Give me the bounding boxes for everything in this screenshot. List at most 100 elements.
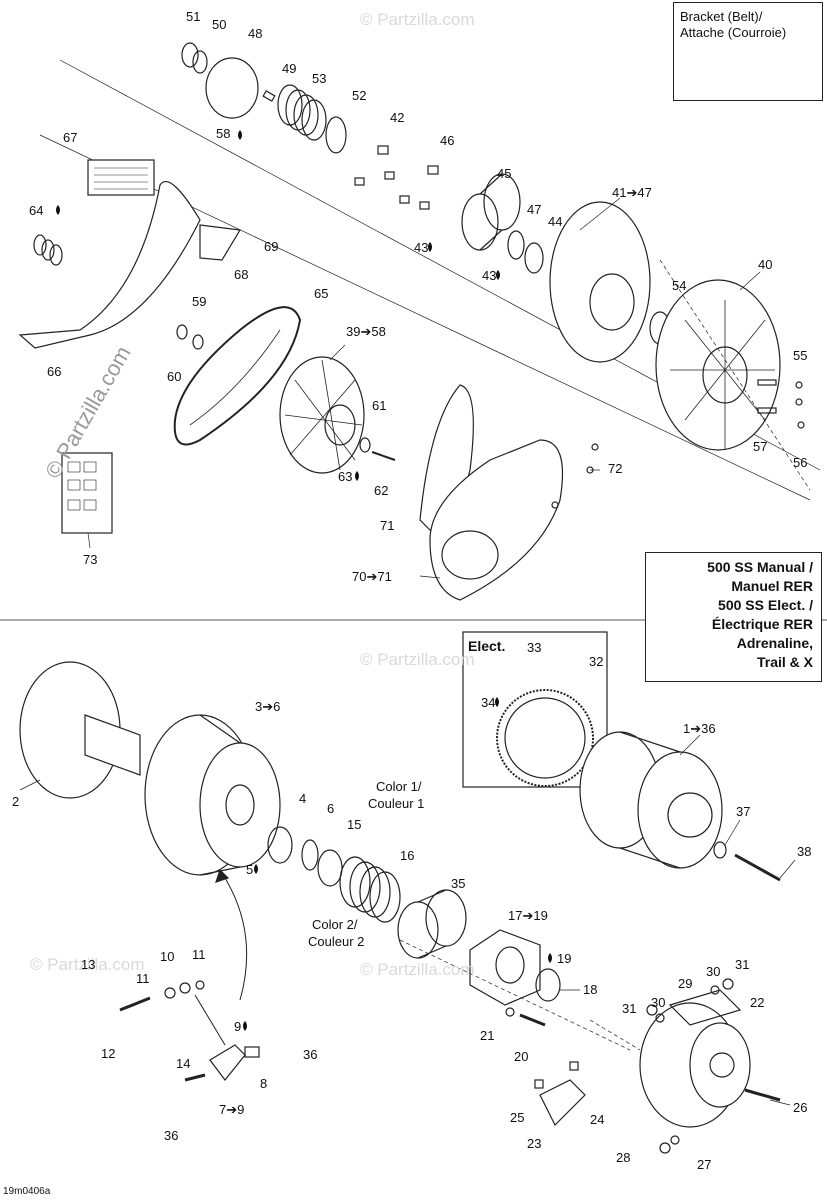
model-line-1: 500 SS Manual / bbox=[707, 559, 813, 575]
part-40 bbox=[655, 279, 781, 451]
part-callout: 52 bbox=[352, 88, 367, 103]
part-callout: 13 bbox=[81, 957, 96, 972]
part-callout: 41➔47 bbox=[612, 185, 652, 200]
color-2-label: Color 2/ bbox=[312, 917, 358, 932]
part-callout: 11 bbox=[136, 971, 150, 986]
part-callout: 33 bbox=[527, 640, 542, 655]
part-callout: 4 bbox=[299, 791, 307, 806]
part-callout: 24 bbox=[590, 1112, 605, 1127]
part-callout: 45 bbox=[497, 166, 512, 181]
model-line-5: Adrenaline, bbox=[736, 635, 813, 651]
part-callout: 8 bbox=[260, 1076, 268, 1091]
part-callout: 58 bbox=[216, 126, 231, 141]
part-callout: 51 bbox=[186, 9, 201, 24]
watermark: © Partzilla.com bbox=[360, 650, 475, 669]
part-callout: 57 bbox=[753, 439, 768, 454]
part-41-47 bbox=[549, 201, 651, 363]
part-callout: 68 bbox=[234, 267, 249, 282]
part-callout: 50 bbox=[212, 17, 227, 32]
part-callout: 40 bbox=[758, 257, 773, 272]
part-callout: 72 bbox=[608, 461, 623, 476]
elect-label: Elect. bbox=[468, 638, 506, 654]
part-callout: 19 bbox=[557, 951, 572, 966]
part-callout: 67 bbox=[63, 130, 78, 145]
part-17-19 bbox=[469, 929, 541, 1006]
warning-label-73 bbox=[61, 452, 113, 534]
part-callout: 6 bbox=[327, 801, 335, 816]
part-callout: 73 bbox=[83, 552, 98, 567]
warning-label-67 bbox=[87, 159, 155, 196]
part-callout: 54 bbox=[672, 278, 687, 293]
color-1-label: Color 1/ bbox=[376, 779, 422, 794]
spring-53 bbox=[277, 84, 327, 141]
part-callout: 10 bbox=[160, 949, 175, 964]
part-callout: 61 bbox=[372, 398, 387, 413]
part-callout: 48 bbox=[248, 26, 263, 41]
part-callout: 71 bbox=[380, 518, 395, 533]
watermark: © Partzilla.com bbox=[30, 955, 145, 974]
part-callout: 30 bbox=[706, 964, 721, 979]
part-callout: 25 bbox=[510, 1110, 525, 1125]
watermark: © Partzilla.com bbox=[360, 10, 475, 29]
part-callout: 20 bbox=[514, 1049, 529, 1064]
part-callout: 39➔58 bbox=[346, 324, 386, 339]
spring-64 bbox=[33, 234, 63, 266]
bracket-box: Bracket (Belt)/ Attache (Courroie) bbox=[673, 2, 823, 101]
watermark: © Partzilla.com bbox=[360, 960, 475, 979]
drive-belt-65 bbox=[173, 306, 302, 446]
part-45 bbox=[461, 193, 499, 251]
part-callout: 2 bbox=[12, 794, 20, 809]
part-callout: 70➔71 bbox=[352, 569, 392, 584]
part-callout: 1➔36 bbox=[683, 721, 716, 736]
part-callout: 64 bbox=[29, 203, 44, 218]
model-line-4: Électrique RER bbox=[711, 616, 813, 632]
part-callout: 62 bbox=[374, 483, 389, 498]
color-1-label-fr: Couleur 1 bbox=[368, 796, 425, 811]
part-callout: 11 bbox=[192, 947, 206, 962]
part-callout: 42 bbox=[390, 110, 405, 125]
part-callout: 31 bbox=[622, 1001, 637, 1016]
belt-guard bbox=[18, 180, 201, 349]
part-callout: 44 bbox=[548, 214, 563, 229]
part-callout: 26 bbox=[793, 1100, 808, 1115]
part-callout: 22 bbox=[750, 995, 765, 1010]
part-callout: 34 bbox=[481, 695, 496, 710]
bracket-title-line1: Bracket (Belt)/ bbox=[680, 9, 763, 24]
part-callout: 15 bbox=[347, 817, 362, 832]
part-callout: 59 bbox=[192, 294, 207, 309]
model-box: 500 SS Manual / Manuel RER 500 SS Elect.… bbox=[645, 552, 822, 682]
diagram-code: 19m0406a bbox=[3, 1186, 51, 1197]
part-callout: 49 bbox=[282, 61, 297, 76]
part-callout: 36 bbox=[303, 1047, 318, 1062]
part-callout: 56 bbox=[793, 455, 808, 470]
part-callout: 3➔6 bbox=[255, 699, 281, 714]
elect-box bbox=[462, 631, 608, 788]
bracket-title-line2: Attache (Courroie) bbox=[680, 25, 787, 40]
model-line-3: 500 SS Elect. / bbox=[718, 597, 813, 613]
part-callout: 65 bbox=[314, 286, 329, 301]
part-callout: 63 bbox=[338, 469, 353, 484]
ring-gear-32 bbox=[496, 689, 594, 787]
part-callout: 60 bbox=[167, 369, 182, 384]
part-callout: 43 bbox=[414, 240, 429, 255]
part-callout: 29 bbox=[678, 976, 693, 991]
model-line-6: Trail & X bbox=[756, 654, 813, 670]
lubricant-drop-icons bbox=[56, 130, 552, 1031]
part-callout: 46 bbox=[440, 133, 455, 148]
part-callout: 55 bbox=[793, 348, 808, 363]
part-52 bbox=[325, 116, 347, 154]
part-callout: 69 bbox=[264, 239, 279, 254]
part-callout: 32 bbox=[589, 654, 604, 669]
part-callout: 35 bbox=[451, 876, 466, 891]
part-callout: 7➔9 bbox=[219, 1102, 245, 1117]
part-callout: 18 bbox=[583, 982, 598, 997]
color-2-label-fr: Couleur 2 bbox=[308, 934, 365, 949]
part-callout: 27 bbox=[697, 1157, 712, 1172]
part-callout: 21 bbox=[480, 1028, 495, 1043]
part-callout: 9 bbox=[234, 1019, 242, 1034]
part-callout: 37 bbox=[736, 804, 751, 819]
belt-guard-70 bbox=[429, 439, 564, 601]
part-callout: 5 bbox=[246, 862, 254, 877]
part-callout: 17➔19 bbox=[508, 908, 548, 923]
part-callout: 43 bbox=[482, 268, 497, 283]
